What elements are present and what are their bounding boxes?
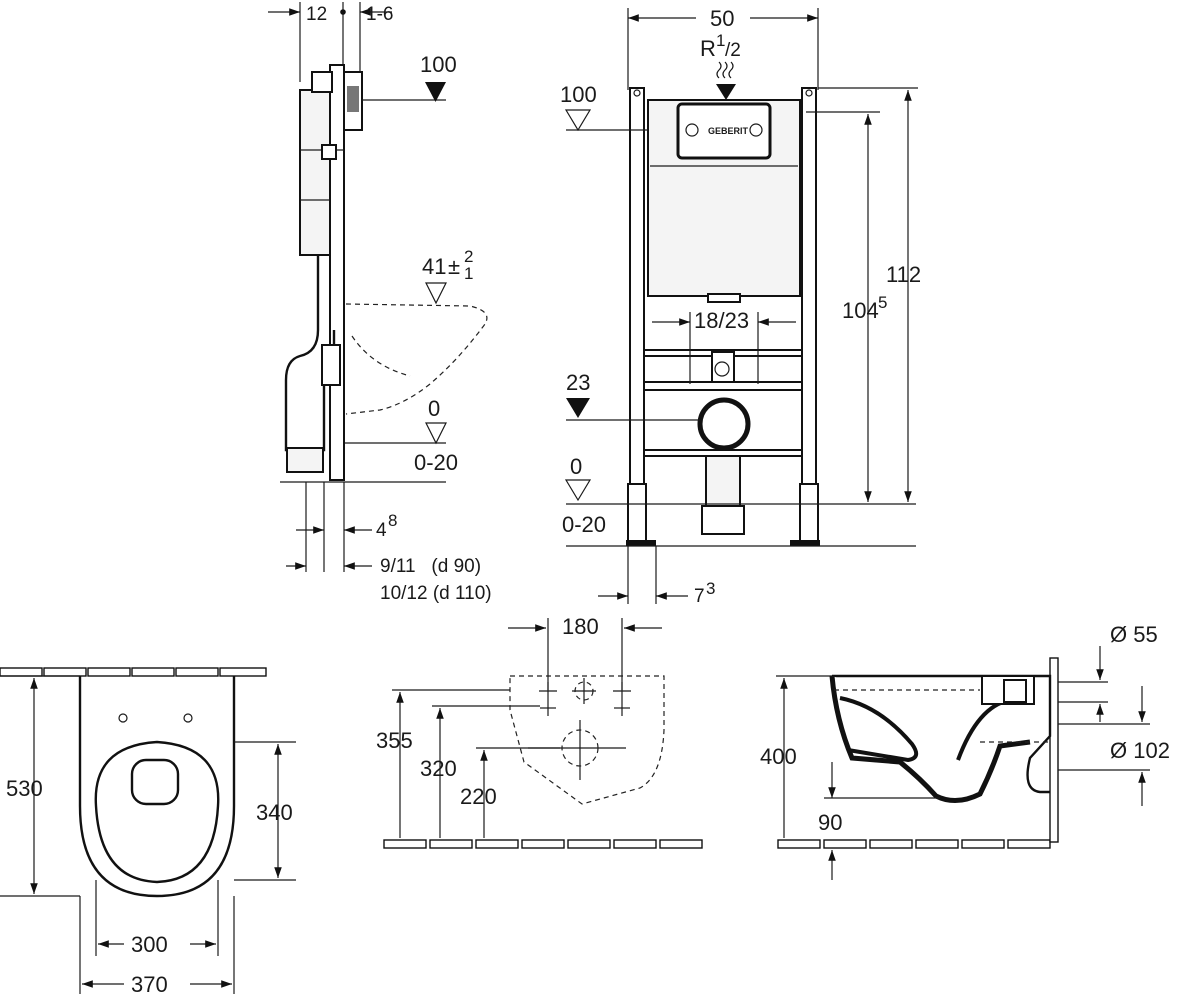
front-inlet-r: R xyxy=(700,36,716,61)
side-dim-foot: 4 xyxy=(376,520,387,541)
front-brand: GEBERIT xyxy=(708,126,749,136)
front-height-112: 112 xyxy=(886,262,921,287)
side-level-0: 0 xyxy=(428,396,440,421)
back-h-320: 320 xyxy=(420,756,457,781)
side-dim-drain-110: 10/12 (d 110) xyxy=(380,583,492,604)
side-level-41-tol-upper: 2 xyxy=(464,247,473,266)
front-level-0: 0 xyxy=(570,454,582,479)
top-bowl-340: 340 xyxy=(256,800,293,825)
front-floor-range: 0-20 xyxy=(562,512,606,537)
top-width-370: 370 xyxy=(131,972,168,997)
side-dim-12: 12 xyxy=(306,4,327,25)
side-level-41-tol-lower: 1 xyxy=(464,264,473,283)
front-inlet-den: /2 xyxy=(725,40,741,61)
back-h-355: 355 xyxy=(376,728,413,753)
front-inlet-sup: 1 xyxy=(716,31,725,50)
side-outlet-90: 90 xyxy=(818,810,842,835)
side-dim-foot-sup: 8 xyxy=(388,511,397,530)
front-width-50: 50 xyxy=(710,6,734,31)
front-dim-leg-sup: 3 xyxy=(706,579,715,598)
frame-front-view: 50 R 1 /2 GEBERIT xyxy=(560,6,921,607)
side-dia-102: Ø 102 xyxy=(1110,738,1170,763)
floor-line-side xyxy=(777,839,1051,849)
back-h-220: 220 xyxy=(460,784,497,809)
side-dim-1-6: 1-6 xyxy=(366,4,393,25)
frame-side-view: 12 1-6 100 41 ± 2 1 0 0-20 xyxy=(268,2,492,604)
front-height-104-sup: 5 xyxy=(878,293,887,312)
bowl-back-view: 180 355 320 220 xyxy=(376,614,703,849)
back-bolt-180: 180 xyxy=(562,614,599,639)
front-level-100: 100 xyxy=(560,82,597,107)
svg-text:±: ± xyxy=(448,254,460,279)
top-length-530: 530 xyxy=(6,776,43,801)
bowl-side-view: 400 90 Ø 55 Ø 102 xyxy=(760,622,1170,880)
side-height-400: 400 xyxy=(760,744,797,769)
front-dim-leg: 7 xyxy=(694,586,705,607)
side-level-100: 100 xyxy=(420,52,457,77)
bowl-top-view: 530 340 300 370 xyxy=(0,667,296,997)
wall-line-top xyxy=(0,667,267,677)
front-level-23: 23 xyxy=(566,370,590,395)
side-level-41: 41 xyxy=(422,254,446,279)
side-floor-range: 0-20 xyxy=(414,450,458,475)
front-height-104: 104 xyxy=(842,298,879,323)
side-dia-55: Ø 55 xyxy=(1110,622,1158,647)
floor-line-back xyxy=(383,839,703,849)
front-drain-spacing: 18/23 xyxy=(694,308,749,333)
top-width-300: 300 xyxy=(131,932,168,957)
side-dim-drain-90: 9/11 (d 90) xyxy=(380,556,481,577)
